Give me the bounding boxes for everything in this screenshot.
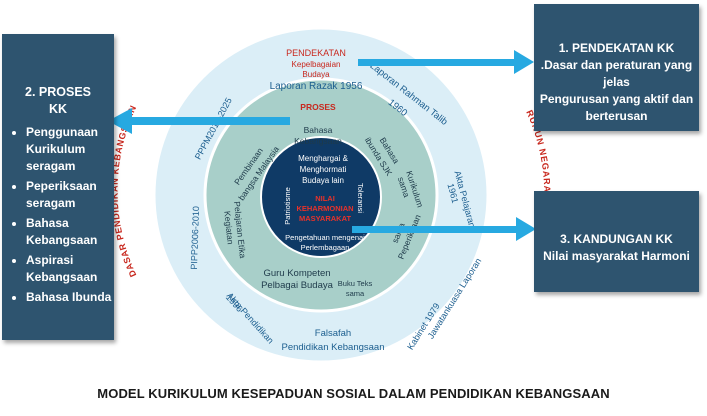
pendekatan-kk-line: .Dasar dan peraturan yang xyxy=(540,58,693,72)
page-title: MODEL KURIKULUM KESEPADUAN SOSIAL DALAM … xyxy=(97,386,610,401)
bahasa-kebangsaan-label: Bahasa xyxy=(304,125,333,135)
arrow-to-kandungan xyxy=(352,217,536,241)
menghargai-label: Budaya lain xyxy=(302,176,344,185)
laporan-razak-label: Laporan Razak 1956 xyxy=(270,81,363,92)
kandungan-kk-title: 3. KANDUNGAN KK xyxy=(560,232,673,246)
proses-kk-list: Penggunaan Kurikulum seragam Peperiksaan… xyxy=(2,124,114,306)
pendekatan-kk-line: jelas xyxy=(603,75,630,89)
proses-kk-title: 2. PROSES KK xyxy=(25,85,91,116)
buku-teks-label: Buku Teks xyxy=(338,279,373,288)
patriotisme-label: Patriotisme xyxy=(283,187,292,225)
pendekatan-label: Kepelbagaian xyxy=(292,60,341,69)
proses-label: PROSES xyxy=(300,102,336,112)
pendekatan-label: PENDEKATAN xyxy=(286,48,346,58)
pendekatan-kk-title: 1. PENDEKATAN KK xyxy=(558,41,675,55)
pipp-label: PIPP2006-2010 xyxy=(189,206,201,270)
pengetahuan-label: Pengetahuan mengenai xyxy=(285,233,365,242)
proses-kk-box: 2. PROSES KK Penggunaan Kurikulum seraga… xyxy=(2,34,114,340)
list-item: Aspirasi Kebangsaan xyxy=(26,252,114,286)
menghargai-label: Menghargai & xyxy=(298,154,348,163)
list-item: Bahasa Kebangsaan xyxy=(26,215,114,249)
kegiatan-etika-label: Kegiatan xyxy=(222,210,235,245)
pendekatan-kk-line: Pengurusan yang aktif dan xyxy=(539,92,694,106)
bahasa-kebangsaan-label: Kebangsaan xyxy=(294,136,342,146)
nilai-keharmonian-label: MASYARAKAT xyxy=(299,214,352,223)
arrow-to-proses xyxy=(108,108,290,134)
pendekatan-kk-box: 1. PENDEKATAN KK .Dasar dan peraturan ya… xyxy=(534,4,699,131)
kandungan-kk-box: 3. KANDUNGAN KK Nilai masyarakat Harmoni xyxy=(534,191,699,292)
pendekatan-label: Budaya xyxy=(302,70,330,79)
arrow-to-pendekatan xyxy=(358,50,534,74)
nilai-keharmonian-label: NILAI xyxy=(315,194,335,203)
list-item: Bahasa Ibunda xyxy=(26,289,114,306)
falsafah-label: Pendidikan Kebangsaan xyxy=(281,342,384,353)
guru-kompeten-label: Pelbagai Budaya xyxy=(261,280,334,291)
nilai-keharmonian-label: KEHARMONIAN xyxy=(296,204,353,213)
buku-teks-label: sama xyxy=(346,289,365,298)
pengetahuan-label: Perlembagaan xyxy=(301,243,350,252)
falsafah-label: Falsafah xyxy=(315,328,351,339)
pendekatan-kk-line: berterusan xyxy=(585,109,648,123)
inner-circle xyxy=(260,136,382,258)
list-item: Peperiksaan seragam xyxy=(26,178,114,212)
kandungan-kk-line: Nilai masyarakat Harmoni xyxy=(543,249,690,263)
toleransi-label: Toleransi xyxy=(356,183,365,213)
list-item: Penggunaan Kurikulum seragam xyxy=(26,124,114,175)
guru-kompeten-label: Guru Kompeten xyxy=(263,268,330,279)
menghargai-label: Menghormati xyxy=(300,165,347,174)
